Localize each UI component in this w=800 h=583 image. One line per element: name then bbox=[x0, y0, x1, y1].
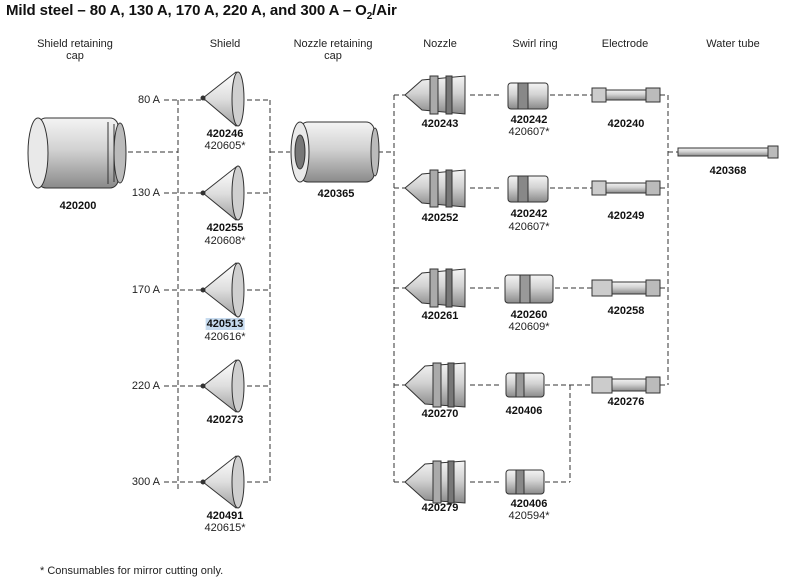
nozzle-part-3: 420261 bbox=[421, 310, 459, 322]
electrode-part-3: 420258 bbox=[607, 305, 645, 317]
swirl-ring-3-drawing bbox=[504, 274, 554, 304]
nozzle-retaining-cap-part: 420365 bbox=[317, 188, 355, 200]
shield-part-170a: 420513 bbox=[205, 318, 245, 330]
nozzle-part-1: 420243 bbox=[421, 118, 459, 130]
nozzle-part-4: 420270 bbox=[421, 408, 459, 420]
swirl-ring-part-4: 420406 bbox=[505, 405, 543, 417]
connector-lines bbox=[128, 94, 678, 490]
shield-retaining-cap-drawing bbox=[27, 117, 127, 189]
shield-mirror-part-300a: 420615* bbox=[204, 522, 246, 534]
shield-amp-170: 170 A bbox=[131, 284, 160, 296]
title-tail: /Air bbox=[372, 2, 397, 19]
nozzle-420252-drawing bbox=[404, 169, 466, 208]
water-tube-drawing bbox=[677, 145, 779, 159]
shield-part-130a: 420255 bbox=[206, 222, 244, 234]
shield-mirror-part-80a: 420605* bbox=[204, 140, 246, 152]
electrode-part-4: 420276 bbox=[607, 396, 645, 408]
header-shield-retaining-cap: Shield retaining cap bbox=[37, 38, 113, 62]
electrode-420258-drawing bbox=[591, 279, 661, 297]
swirl-ring-mirror-part-2: 420607* bbox=[508, 221, 550, 233]
shield-retaining-cap-part: 420200 bbox=[59, 200, 97, 212]
nozzle-drawings bbox=[404, 75, 466, 504]
shield-220a-drawing bbox=[200, 359, 245, 413]
swirl-ring-5-drawing bbox=[505, 469, 545, 495]
shield-part-170a-highlight: 420513 bbox=[205, 318, 245, 330]
shield-part-80a: 420246 bbox=[206, 128, 244, 140]
header-electrode: Electrode bbox=[601, 38, 649, 50]
shield-80a-drawing bbox=[200, 71, 245, 127]
shield-170a-drawing bbox=[200, 262, 245, 318]
header-water-tube: Water tube bbox=[706, 38, 760, 50]
electrode-part-2: 420249 bbox=[607, 210, 645, 222]
shield-130a-drawing bbox=[200, 165, 245, 221]
footnote: * Consumables for mirror cutting only. bbox=[40, 565, 224, 577]
shield-part-220a: 420273 bbox=[206, 414, 244, 426]
nozzle-420261-drawing bbox=[404, 268, 466, 308]
shield-amp-130: 130 A bbox=[131, 187, 160, 199]
nozzle-part-5: 420279 bbox=[421, 502, 459, 514]
swirl-ring-drawings bbox=[504, 82, 554, 495]
header-nozzle-retaining-cap: Nozzle retaining cap bbox=[293, 38, 373, 62]
nozzle-420270-drawing bbox=[404, 362, 466, 408]
swirl-ring-mirror-part-3: 420609* bbox=[508, 321, 550, 333]
shield-300a-drawing bbox=[200, 455, 245, 509]
shield-mirror-part-170a: 420616* bbox=[204, 331, 246, 343]
nozzle-part-2: 420252 bbox=[421, 212, 459, 224]
shield-amp-220: 220 A bbox=[131, 380, 160, 392]
header-nozzle: Nozzle bbox=[423, 38, 457, 50]
nozzle-420279-drawing bbox=[404, 460, 466, 504]
swirl-ring-part-3: 420260 bbox=[510, 309, 548, 321]
swirl-ring-part-1: 420242 bbox=[510, 114, 548, 126]
shield-amp-300: 300 A bbox=[131, 476, 160, 488]
header-swirl-ring: Swirl ring bbox=[512, 38, 558, 50]
water-tube-part: 420368 bbox=[709, 165, 747, 177]
swirl-ring-part-5: 420406 bbox=[510, 498, 548, 510]
electrode-420276-drawing bbox=[591, 376, 661, 394]
shield-part-300a: 420491 bbox=[206, 510, 244, 522]
electrode-part-1: 420240 bbox=[607, 118, 645, 130]
page-title: Mild steel – 80 A, 130 A, 170 A, 220 A, … bbox=[6, 2, 397, 22]
electrode-420249-drawing bbox=[591, 180, 661, 196]
electrode-420240-drawing bbox=[591, 87, 661, 103]
swirl-ring-2-drawing bbox=[507, 175, 549, 203]
title-main: Mild steel – 80 A, 130 A, 170 A, 220 A, … bbox=[6, 2, 367, 19]
shield-drawings bbox=[200, 71, 245, 509]
swirl-ring-1-drawing bbox=[507, 82, 549, 110]
swirl-ring-mirror-part-1: 420607* bbox=[508, 126, 550, 138]
electrode-drawings bbox=[591, 87, 661, 394]
shield-amp-80: 80 A bbox=[137, 94, 160, 106]
header-shield: Shield bbox=[209, 38, 241, 50]
swirl-ring-part-2: 420242 bbox=[510, 208, 548, 220]
swirl-ring-4-drawing bbox=[505, 372, 545, 398]
swirl-ring-mirror-part-5: 420594* bbox=[508, 510, 550, 522]
nozzle-retaining-cap-drawing bbox=[290, 121, 380, 183]
title-subscript: 2 bbox=[366, 11, 373, 22]
shield-mirror-part-130a: 420608* bbox=[204, 235, 246, 247]
nozzle-420243-drawing bbox=[404, 75, 466, 115]
